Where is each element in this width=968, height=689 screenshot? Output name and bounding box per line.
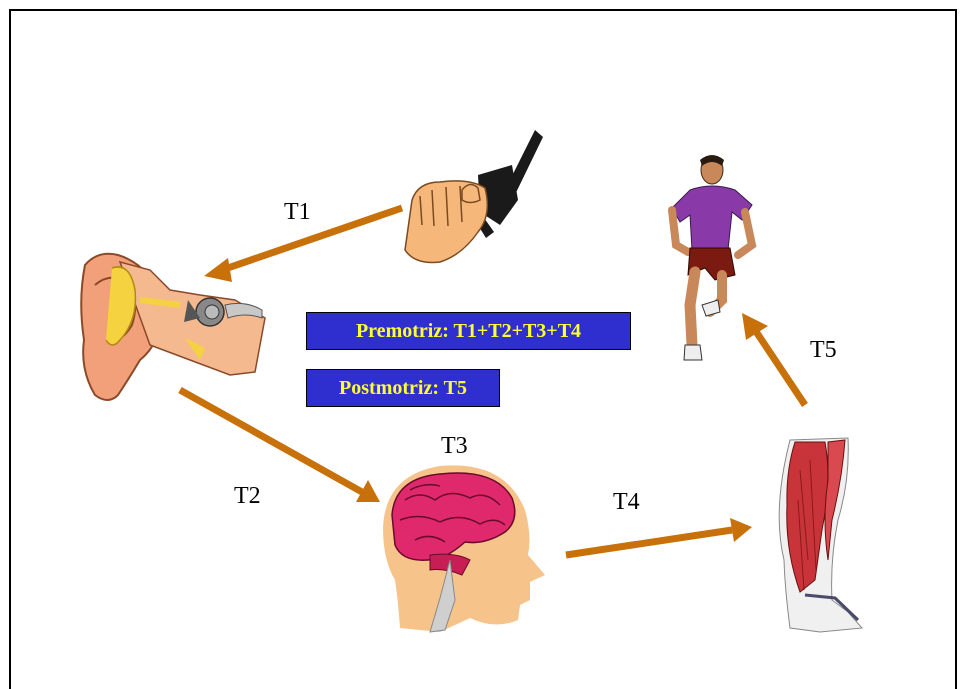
label-t4: T4 [613,490,640,514]
leg-muscle-icon [779,438,862,632]
postmotriz-box: Postmotriz: T5 [306,369,500,407]
runner-icon [672,155,752,360]
brain-head-icon [383,465,545,632]
arrow-t4 [566,518,752,555]
label-t5: T5 [810,338,837,362]
label-t3: T3 [441,434,468,458]
pistol-hand-icon [405,130,543,263]
premotriz-box: Premotriz: T1+T2+T3+T4 [306,312,631,350]
ear-icon [81,254,265,400]
label-t1: T1 [284,200,311,224]
arrow-t5 [742,313,805,405]
label-t2: T2 [234,484,261,508]
